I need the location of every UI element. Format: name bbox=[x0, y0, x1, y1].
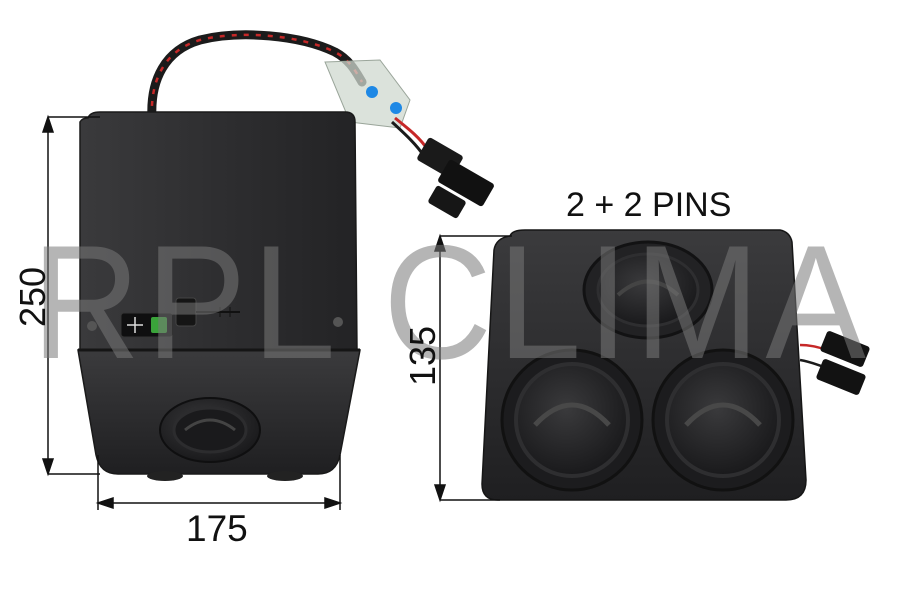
heater-unit-side-view bbox=[77, 111, 361, 481]
power-cable bbox=[147, 30, 367, 123]
height-label-left: 250 bbox=[12, 266, 53, 328]
pin-connectors bbox=[799, 331, 870, 395]
height-dimension-right bbox=[433, 233, 512, 503]
temperature-knob bbox=[175, 297, 240, 327]
heater-unit-front-view bbox=[481, 229, 807, 501]
watermark-text: RPL CLIMA bbox=[31, 212, 872, 393]
wire-bundle-connector bbox=[324, 59, 494, 219]
height-label-right: 135 bbox=[402, 325, 443, 387]
height-dimension-left bbox=[41, 114, 100, 477]
fan-switch bbox=[120, 312, 174, 338]
width-label: 175 bbox=[186, 508, 248, 549]
pins-label: 2 + 2 PINS bbox=[566, 186, 732, 224]
width-dimension bbox=[95, 455, 343, 510]
